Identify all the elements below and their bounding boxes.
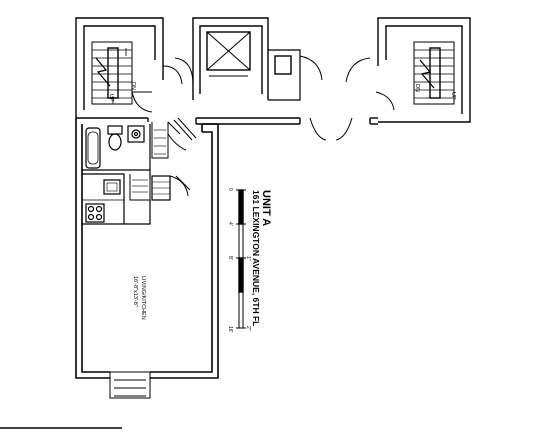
scale-fraction-2: 2" <box>245 326 251 331</box>
unit-a-outline <box>75 118 219 379</box>
scale-bar <box>236 189 246 329</box>
scale-tick-0: 0 <box>227 188 233 191</box>
stair-right-up: UP <box>450 92 456 100</box>
scale-fraction-1: 1" <box>245 256 251 261</box>
room-size: 16'-8"x13'-8" <box>132 276 138 307</box>
scale-tick-4: 4' <box>227 222 233 226</box>
door-stair-left <box>131 65 183 113</box>
address-label: 161 LEXINGTON AVENUE, 6TH FL <box>251 190 261 326</box>
stair-left-dn: DN <box>130 82 136 90</box>
stair-right-dn: DN <box>414 84 420 92</box>
room-name: LIVING/KITCHEN <box>140 276 146 320</box>
scale-tick-16: 16' <box>227 326 233 333</box>
stair-left <box>75 17 164 119</box>
scale-tick-8: 8' <box>227 256 233 260</box>
unit-title: UNIT A <box>260 190 272 226</box>
corridor-doors-top <box>174 55 395 111</box>
elevator-core <box>192 17 301 101</box>
stair-left-up: UP <box>108 94 114 102</box>
kitchen <box>82 173 191 225</box>
window-bottom <box>109 371 151 399</box>
bathroom <box>82 117 197 180</box>
stair-right <box>377 17 471 123</box>
